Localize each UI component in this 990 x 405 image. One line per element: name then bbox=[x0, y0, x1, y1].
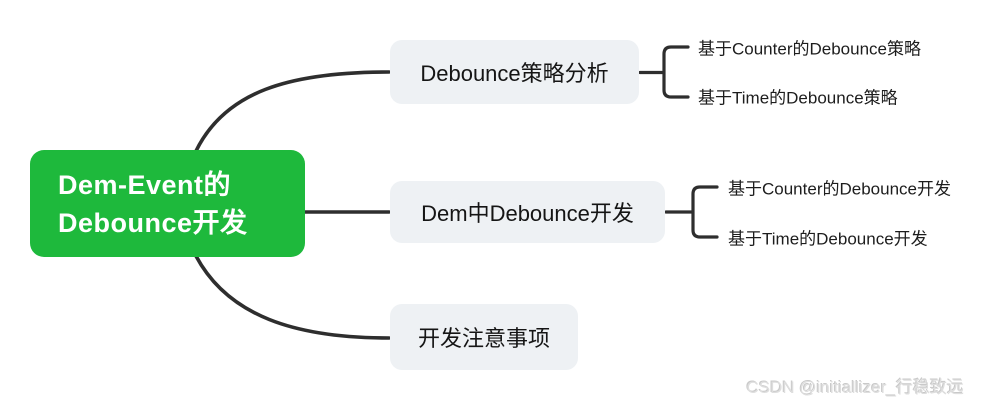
watermark: CSDN @initiallizer_行稳致远 bbox=[746, 378, 964, 397]
root-to-branch1-connector bbox=[194, 70, 391, 153]
leaf-node-time-debounce-strategy[interactable]: 基于Time的Debounce策略 bbox=[698, 88, 898, 108]
branch-node-debounce-strategy[interactable]: Debounce策略分析 bbox=[390, 40, 639, 104]
branch-node-label: 开发注意事项 bbox=[417, 326, 550, 351]
root-node-label-line2: Debounce开发 bbox=[58, 207, 248, 238]
branch1-children-bracket bbox=[638, 45, 690, 99]
root-to-branch3-connector bbox=[194, 254, 391, 340]
root-node-label-line1: Dem-Event的 bbox=[58, 169, 232, 200]
leaf-node-counter-debounce-dev[interactable]: 基于Counter的Debounce开发 bbox=[728, 179, 951, 199]
branch2-children-bracket bbox=[664, 185, 719, 239]
branch-node-dev-notes[interactable]: 开发注意事项 bbox=[390, 304, 578, 370]
root-node[interactable]: Dem-Event的 Debounce开发 bbox=[30, 150, 305, 257]
branch-node-label: Dem中Debounce开发 bbox=[421, 201, 634, 226]
branch-node-label: Debounce策略分析 bbox=[420, 61, 609, 86]
branch-node-dem-debounce-dev[interactable]: Dem中Debounce开发 bbox=[390, 181, 665, 243]
leaf-node-counter-debounce-strategy[interactable]: 基于Counter的Debounce策略 bbox=[698, 39, 921, 59]
leaf-node-time-debounce-dev[interactable]: 基于Time的Debounce开发 bbox=[728, 229, 928, 249]
